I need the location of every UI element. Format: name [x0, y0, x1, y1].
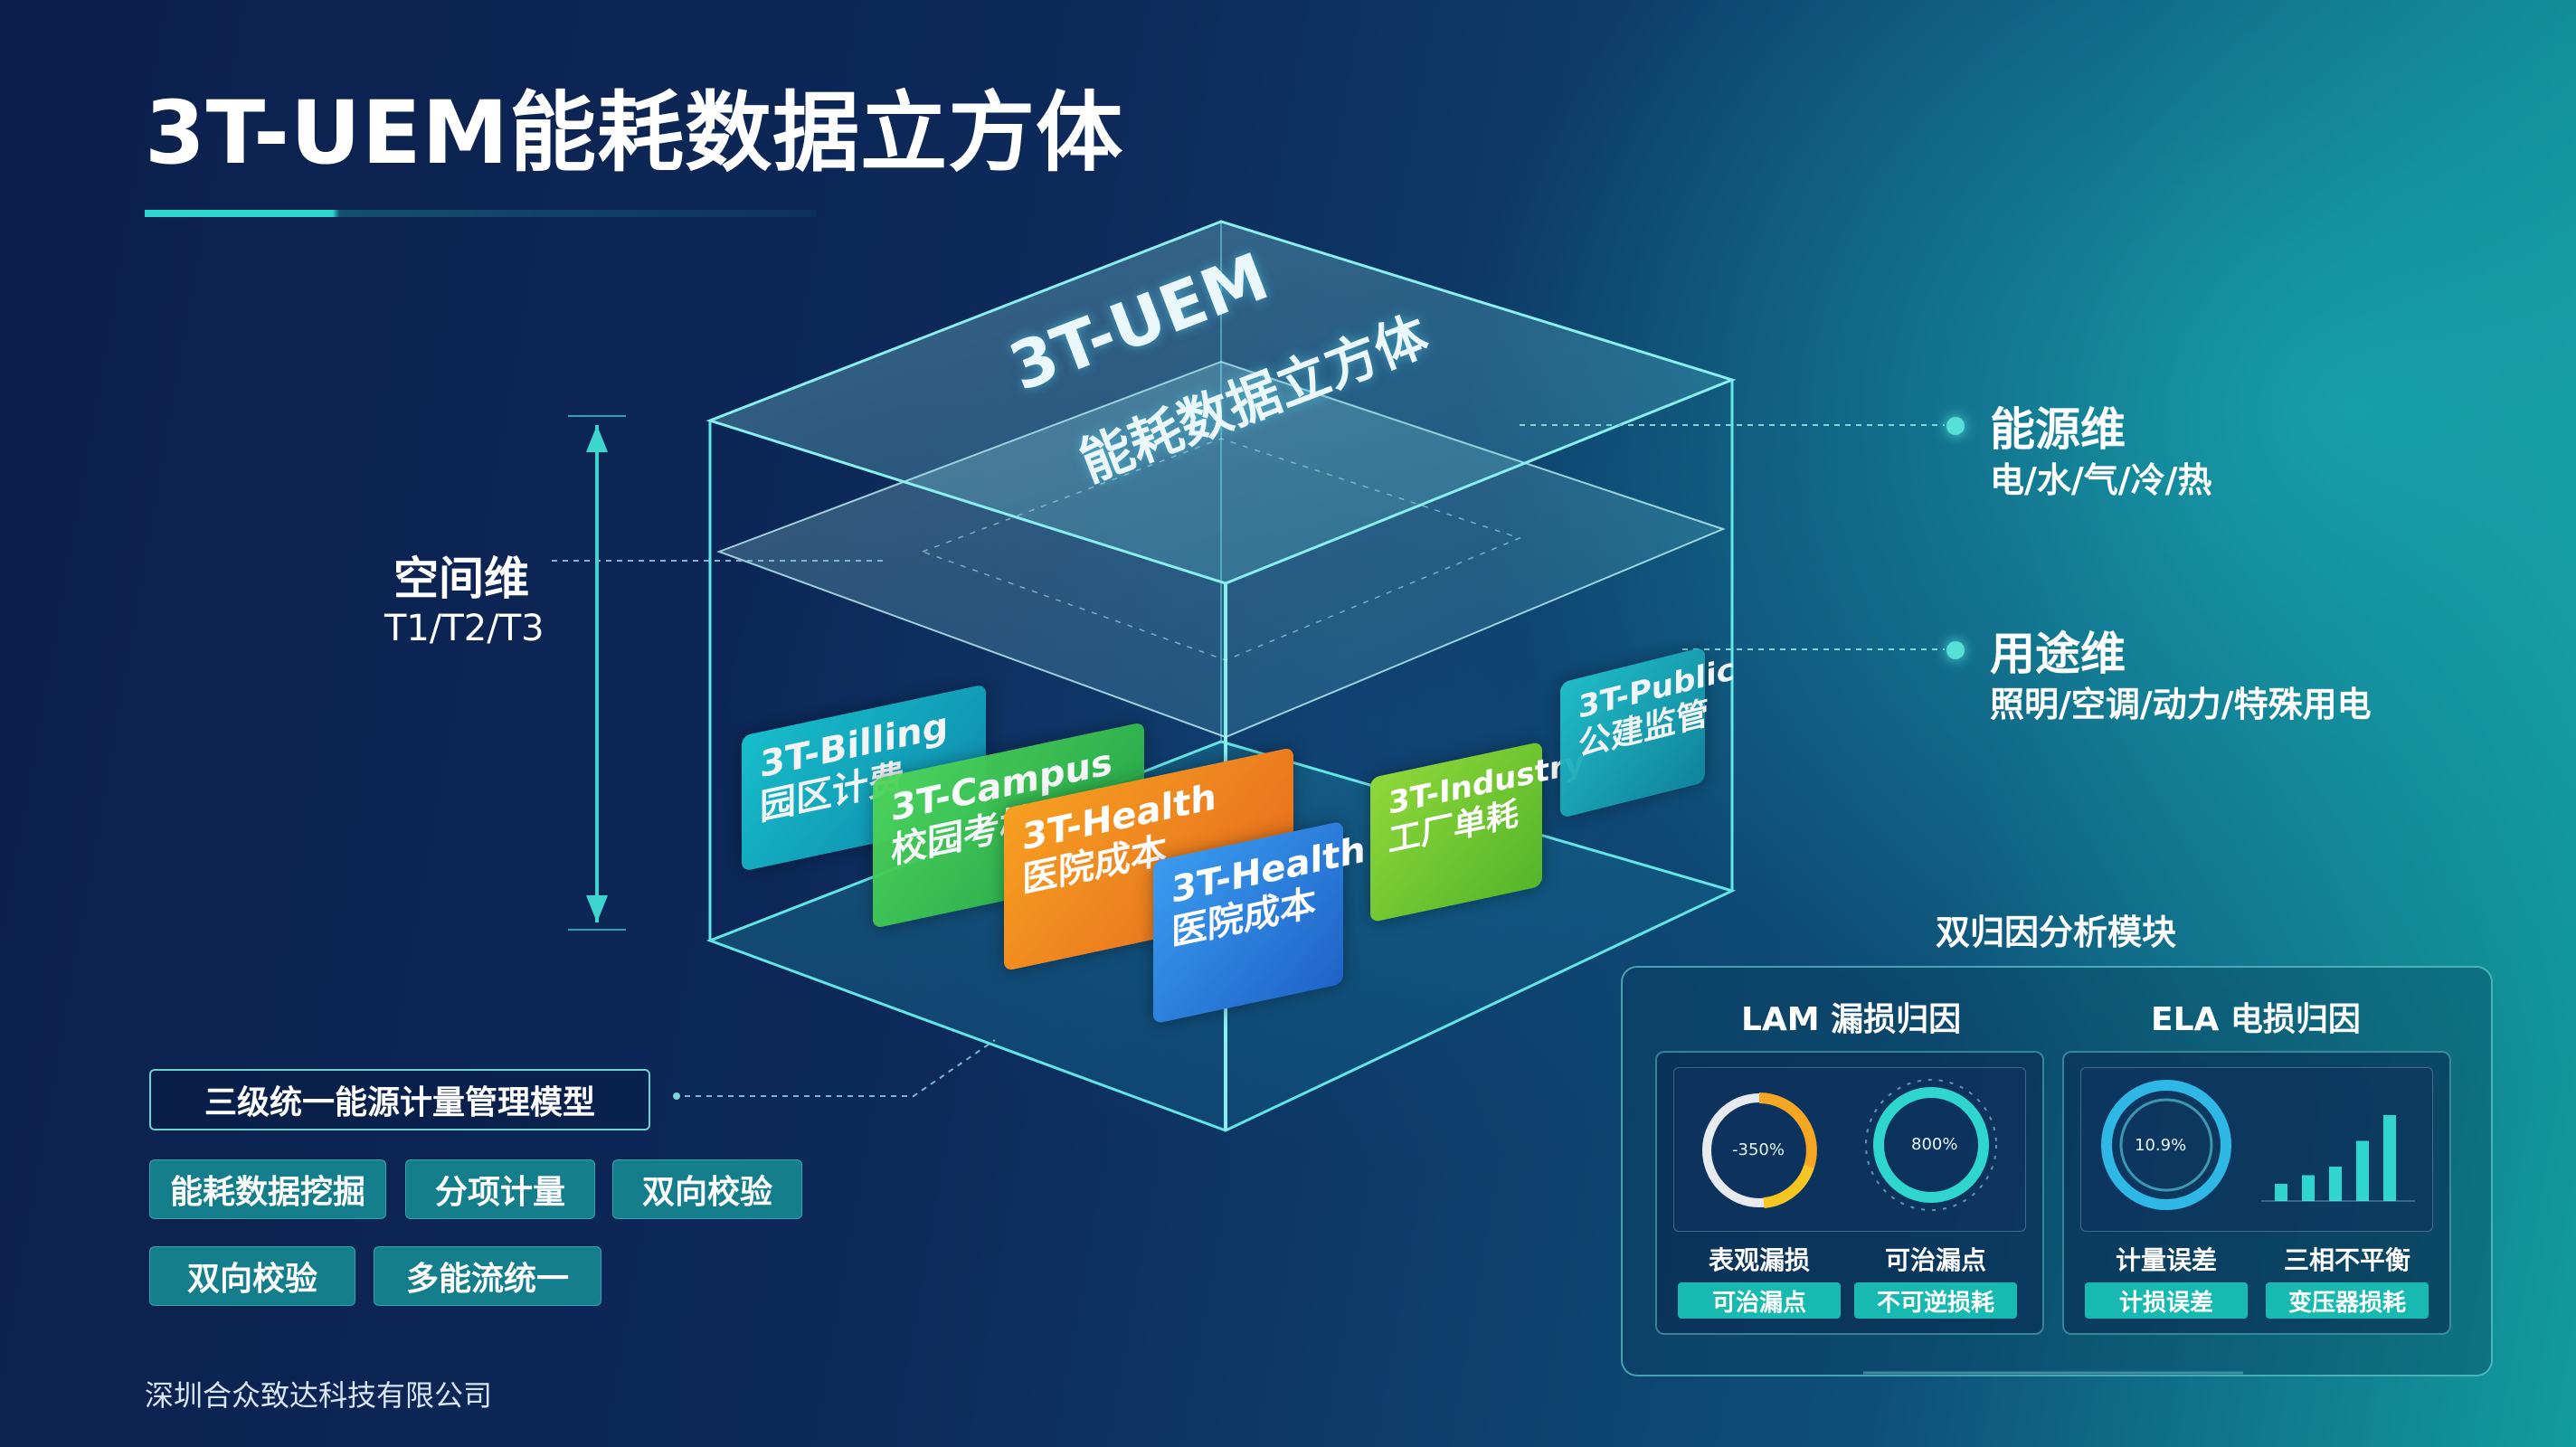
ela-gauge-value: 10.9%	[2135, 1136, 2187, 1155]
ela-gauge-ring	[2101, 1080, 2231, 1210]
space-arrow-down	[586, 895, 608, 922]
space-arrow-up	[586, 425, 608, 452]
cube-top-face	[706, 220, 1737, 585]
ela-bar	[2329, 1167, 2342, 1201]
lam-gauge1-arc	[1758, 1092, 1817, 1168]
ela-widgets	[2101, 1080, 2415, 1210]
lam-gauge2-value: 800%	[1911, 1135, 1958, 1154]
connector-model	[674, 1039, 996, 1097]
cube-middle-inner-outline	[920, 438, 1522, 661]
tag-energy-data-mining: 能耗数据挖掘	[149, 1159, 386, 1219]
ela-metric-1-label: 计量误差	[2115, 1245, 2217, 1275]
lam-gauge2-outer	[1865, 1079, 1997, 1211]
space-dimension-sub: T1/T2/T3	[384, 608, 545, 649]
title-underline	[145, 210, 816, 217]
usage-dimension-dot	[1946, 641, 1965, 659]
ela-bar	[2275, 1184, 2287, 1201]
page-title: 3T-UEM能耗数据立方体	[145, 82, 1124, 184]
lam-gauge-frame	[1673, 1067, 2026, 1232]
company-name: 深圳合众致达科技有限公司	[145, 1378, 493, 1413]
energy-dimension-sub: 电/水/气/冷/热	[1990, 460, 2212, 500]
ela-metric-2-label: 三相不平衡	[2283, 1245, 2410, 1275]
lam-gauge1-arc2	[1763, 1164, 1814, 1208]
energy-dimension-dot	[1946, 417, 1965, 435]
lam-metric-1-tag: 可治漏点	[1678, 1282, 1841, 1319]
ela-bar-chart	[2275, 1115, 2396, 1201]
ela-bar	[2302, 1175, 2315, 1201]
lam-title: LAM 漏损归因	[1741, 1001, 1962, 1038]
lam-gauge2-ring	[1873, 1087, 1989, 1203]
ela-bar	[2383, 1115, 2396, 1201]
space-dimension-title: 空间维	[393, 553, 529, 605]
lam-metric-2-tag: 不可逆损耗	[1854, 1282, 2017, 1319]
tag-bidirectional-check-2: 双向校验	[149, 1246, 355, 1306]
ela-metric-2-tag: 变压器损耗	[2266, 1282, 2429, 1319]
ela-bar	[2356, 1140, 2369, 1201]
tag-sub-metering: 分项计量	[405, 1159, 595, 1219]
connector-model-dot	[673, 1092, 680, 1100]
ela-title: ELA 电损归因	[2151, 1001, 2361, 1038]
usage-dimension-sub: 照明/空调/动力/特殊用电	[1990, 685, 2372, 724]
tag-bidirectional-check: 双向校验	[612, 1159, 802, 1219]
ela-gauge-inner	[2119, 1098, 2213, 1192]
usage-dimension-title: 用途维	[1990, 628, 2126, 680]
lam-gauge1-value: -350%	[1732, 1140, 1785, 1159]
lam-gauges	[1702, 1079, 1997, 1211]
lam-metric-2-label: 可治漏点	[1884, 1245, 1986, 1275]
tag-multi-energy-unified: 多能流统一	[374, 1246, 601, 1306]
analysis-module-title: 双归因分析模块	[1936, 913, 2177, 952]
lam-metric-1-label: 表观漏损	[1708, 1245, 1810, 1275]
energy-dimension-title: 能源维	[1990, 403, 2126, 456]
model-label-box: 三级统一能源计量管理模型	[149, 1069, 650, 1130]
ela-metric-1-tag: 计损误差	[2085, 1282, 2248, 1319]
